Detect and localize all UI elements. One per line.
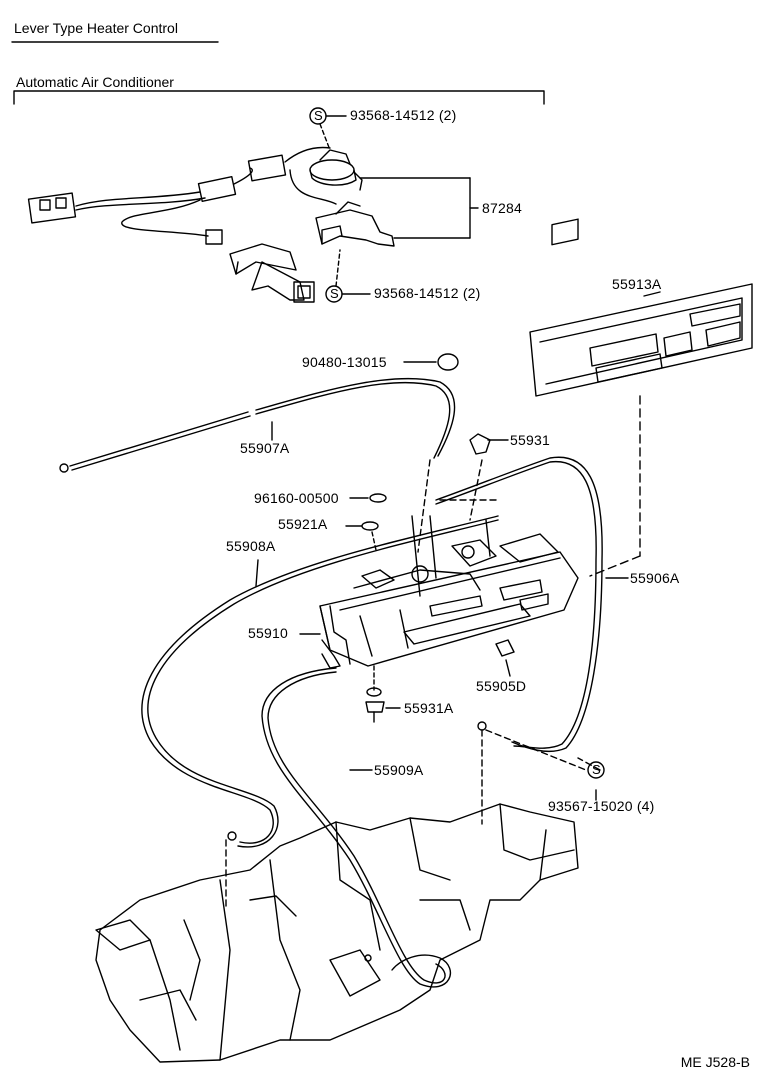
cable-55906a xyxy=(435,433,629,771)
part-label: 55921A xyxy=(278,516,328,532)
wire-harness xyxy=(27,146,337,303)
part-label: 96160-00500 xyxy=(254,490,339,506)
part-label: 55931A xyxy=(404,700,454,716)
part-label: 55910 xyxy=(248,625,288,641)
s-symbols xyxy=(309,107,605,779)
control-panel xyxy=(529,218,753,577)
header-automatic: Automatic Air Conditioner xyxy=(16,74,174,90)
part-label: 93568-14512 (2) xyxy=(374,285,481,301)
part-label: 55909A xyxy=(374,762,424,778)
header-lever-type: Lever Type Heater Control xyxy=(14,20,178,36)
part-label: 55908A xyxy=(226,538,276,554)
s-symbol-label: S xyxy=(330,286,339,301)
cable-55909a xyxy=(261,667,451,988)
s-symbol-label: S xyxy=(592,762,601,777)
part-label: 87284 xyxy=(482,200,522,216)
switch-assembly xyxy=(309,115,479,295)
control-unit xyxy=(299,493,601,825)
part-label: 93567-15020 (4) xyxy=(548,798,655,814)
part-label: 93568-14512 (2) xyxy=(350,107,457,123)
part-label: 55906A xyxy=(630,570,680,586)
part-label: 55931 xyxy=(510,432,550,448)
part-label: 55905D xyxy=(476,678,527,694)
part-label: 55913A xyxy=(612,276,662,292)
s-symbol-label: S xyxy=(314,108,323,123)
cable-55907a xyxy=(59,353,459,553)
section-bracket xyxy=(13,90,545,105)
part-label: 90480-13015 xyxy=(302,354,387,370)
reference-code: ME J528-B xyxy=(680,1054,750,1070)
part-label: 55907A xyxy=(240,440,290,456)
heater-unit xyxy=(95,803,579,1063)
